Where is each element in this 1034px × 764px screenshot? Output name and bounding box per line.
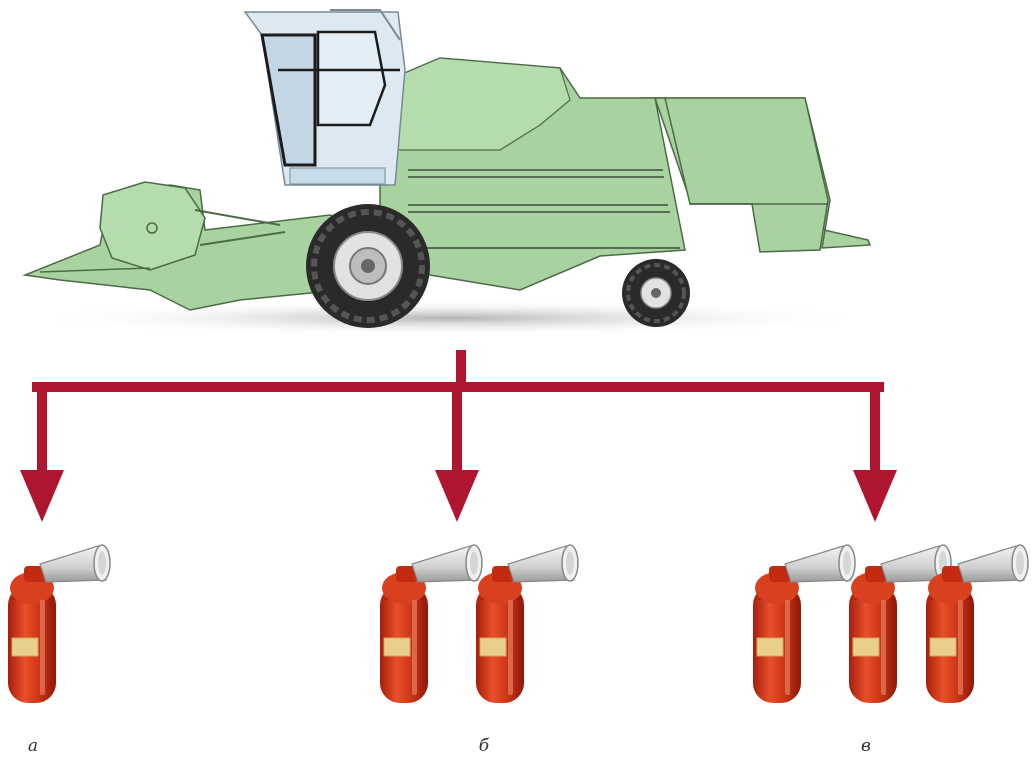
- arrow-head-a: [20, 470, 64, 522]
- extinguisher-group-a: [8, 545, 110, 703]
- caption-c: в: [846, 736, 886, 756]
- arrow-head-b: [435, 470, 479, 522]
- front-wheel: [306, 204, 430, 328]
- arrow-head-c: [853, 470, 897, 522]
- caption-b: б: [464, 736, 504, 756]
- fire-extinguisher-icon: [380, 545, 482, 703]
- cab: [245, 10, 405, 185]
- caption-a: а: [13, 736, 53, 756]
- extinguisher-group-c: [753, 545, 1028, 703]
- fire-extinguisher-icon: [476, 545, 578, 703]
- fire-extinguisher-icon: [753, 545, 855, 703]
- fire-extinguisher-icon: [8, 545, 110, 703]
- ground-shadow: [30, 300, 870, 336]
- distribution-arrows: [20, 350, 897, 522]
- combine-harvester-icon: [25, 10, 870, 336]
- rear-wheel: [622, 259, 690, 327]
- extinguisher-group-b: [380, 545, 578, 703]
